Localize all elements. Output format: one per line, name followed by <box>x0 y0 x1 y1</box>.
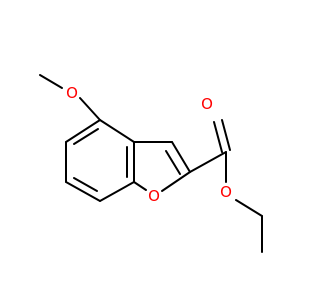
atom-furan-ring-oxygen: O <box>146 187 162 205</box>
bond-furan-o-c7a <box>133 181 147 191</box>
bond-c3-c2-inner <box>165 150 181 175</box>
bond-methyl-methoxy-o <box>39 74 63 89</box>
ester-oxygen-label: O <box>220 183 232 201</box>
bond-ester-o-ch2 <box>235 199 263 217</box>
bond-c5-c4 <box>65 119 101 143</box>
furan-ring-oxygen-label: O <box>148 187 160 205</box>
bond-c6-c7-inner <box>73 177 98 192</box>
bond-carbonyl-c-o-b <box>221 119 231 151</box>
bond-c7-c6 <box>65 181 101 202</box>
atom-ester-oxygen: O <box>218 183 234 201</box>
bond-carbonyl-c-o-a <box>213 121 223 153</box>
bond-c2-carbonyl-c <box>189 151 227 173</box>
bond-methoxy-o-c4 <box>79 97 101 121</box>
atom-carbonyl-oxygen: O <box>199 95 215 113</box>
bond-c4-c3a <box>99 119 135 143</box>
bond-c7a-c7 <box>99 181 135 202</box>
bond-c3-c2 <box>171 141 191 173</box>
bond-c4-c5-inner <box>73 128 99 145</box>
structure-diagram: O O O O <box>39 74 263 253</box>
carbonyl-oxygen-label: O <box>201 95 213 113</box>
bond-c2-furan-o <box>161 171 191 192</box>
atom-methoxy-oxygen: O <box>64 84 80 102</box>
methoxy-oxygen-label: O <box>66 84 78 102</box>
